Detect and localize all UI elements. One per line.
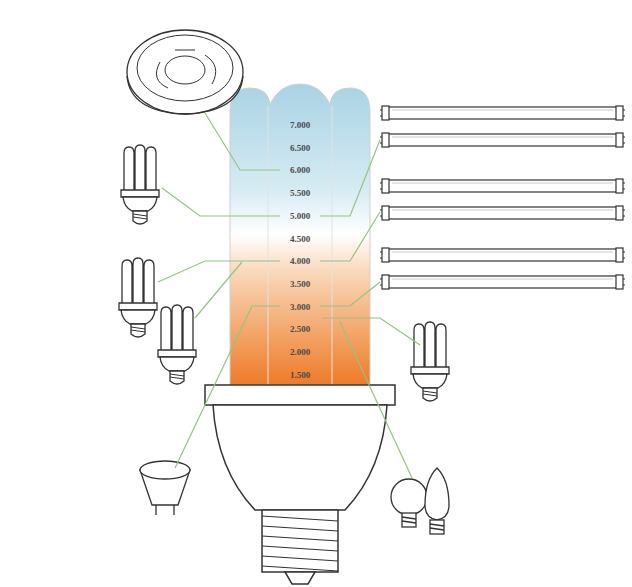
kelvin-value: 5.500 [290,189,310,198]
screw-thread [262,546,338,551]
kelvin-value: 5.000 [290,211,310,220]
screw-thread [262,516,338,521]
screw-thread [262,566,338,571]
kelvin-value: 2.000 [290,348,310,357]
kelvin-value: 7.000 [290,121,310,130]
kelvin-value: 1.500 [290,370,310,379]
screw-thread [262,556,338,561]
kelvin-value: 6.000 [290,166,310,175]
kelvin-value: 2.500 [290,325,310,334]
kelvin-value: 3.500 [290,279,310,288]
kelvin-value: 3.000 [290,302,310,311]
kelvin-value: 4.500 [290,234,310,243]
kelvin-value: 4.000 [290,257,310,266]
screw-thread [262,536,338,541]
kelvin-value: 6.500 [290,143,310,152]
screw-thread [262,526,338,531]
